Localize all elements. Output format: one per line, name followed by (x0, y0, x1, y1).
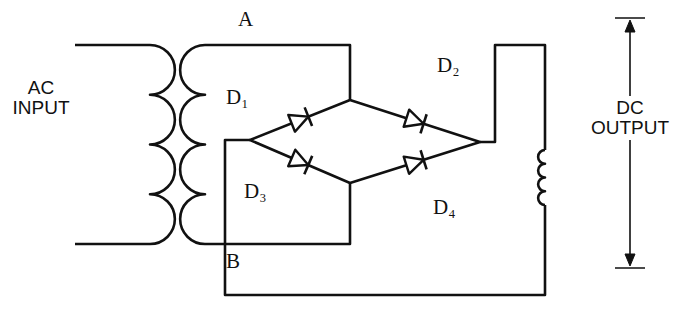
diode-label: D₁ (226, 86, 249, 108)
io-label: DC OUTPUT (580, 96, 680, 140)
io-label: AC INPUT (4, 76, 78, 120)
terminal-label: B (226, 250, 240, 272)
output-wire (225, 45, 545, 295)
primary-coil (150, 45, 175, 244)
diode-label: D₄ (433, 196, 456, 218)
inductor-symbol (538, 150, 545, 205)
diode-symbol (403, 150, 426, 174)
diode-symbol (288, 149, 312, 174)
bridge-wires (250, 100, 480, 183)
bracket-arrowhead (625, 20, 635, 266)
diode-label: D₃ (244, 180, 267, 202)
wire-b (205, 183, 350, 244)
diode-symbol (403, 109, 426, 134)
diode-group (288, 107, 427, 174)
secondary-coil (180, 45, 205, 244)
dimension-bracket (615, 18, 645, 268)
diode-symbol (288, 107, 312, 132)
diode-label: D₂ (437, 54, 460, 76)
primary-lead (75, 45, 150, 244)
terminal-label: A (238, 8, 253, 30)
